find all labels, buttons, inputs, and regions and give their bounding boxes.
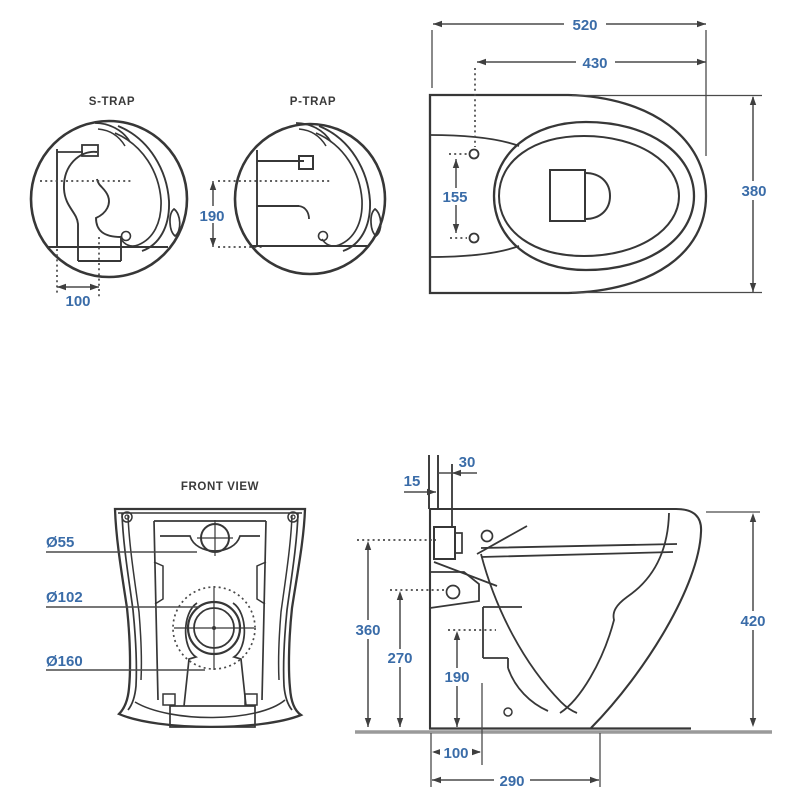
side-view-dim-420-label: 420 [740, 613, 765, 630]
p-trap-circle [233, 122, 387, 276]
top-view-dim-155-label: 155 [442, 189, 467, 206]
p-trap-title: P-TRAP [290, 96, 336, 108]
side-view-hinge-hole [480, 529, 494, 543]
top-view-dim-380-label: 380 [741, 183, 766, 200]
front-view-outline [113, 507, 307, 729]
s-trap-bowl-outer [117, 125, 170, 252]
top-view-outline [428, 93, 708, 295]
side-view: 30 15 360 270 190 420 100 [351, 454, 772, 790]
side-view-dim-290-label: 290 [499, 773, 524, 790]
side-view-dim-360-label: 360 [355, 622, 380, 639]
p-trap-dim-190-label: 190 [199, 208, 224, 225]
side-view-dim-30-label: 30 [459, 454, 476, 471]
s-trap-detail-view: S-TRAP 100 [29, 96, 189, 310]
trap-height-dimension: 190 [199, 180, 331, 248]
side-view-dim-190-label: 190 [444, 669, 469, 686]
p-trap-detail-view: P-TRAP [233, 96, 387, 276]
s-trap-circle [29, 119, 189, 279]
s-trap-bowl-inner [114, 132, 162, 247]
front-view-screw-right [287, 511, 299, 523]
s-trap-title: S-TRAP [89, 96, 135, 108]
side-view-outline [430, 507, 703, 729]
side-view-dim-100-label: 100 [443, 745, 468, 762]
front-view: FRONT VIEW Ø55 Ø102 Ø160 [46, 481, 307, 729]
p-trap-bowl-outer [318, 125, 371, 252]
side-view-dim-15-label: 15 [404, 473, 421, 490]
front-view-dia160-label: Ø160 [46, 653, 83, 670]
top-view-dim-520-label: 520 [572, 17, 597, 34]
front-view-plinth [169, 705, 256, 728]
side-view-seat-lines [480, 543, 678, 558]
side-view-inlet-box [433, 526, 456, 560]
side-view-fixing-bracket [429, 571, 480, 609]
top-view-fixing-hole-top [468, 148, 480, 160]
front-view-title: FRONT VIEW [181, 481, 259, 493]
front-view-dia102-label: Ø102 [46, 589, 83, 606]
top-view: 155 520 430 380 [428, 15, 771, 295]
side-view-dim-270-label: 270 [387, 650, 412, 667]
front-view-recess-circle [172, 586, 256, 670]
p-trap-bowl-inner [315, 132, 363, 247]
top-view-dim-430-label: 430 [582, 55, 607, 72]
front-view-screw-left [121, 511, 133, 523]
s-trap-dim-100-label: 100 [65, 293, 90, 310]
top-view-bowl-rim [497, 134, 681, 258]
top-view-fixing-hole-bottom [468, 232, 480, 244]
side-view-fixing-hole [445, 584, 461, 600]
side-view-bowl-curve [480, 553, 578, 714]
top-view-flush-box [549, 169, 586, 222]
front-view-dia55-label: Ø55 [46, 534, 74, 551]
top-view-seat-ring [492, 120, 696, 272]
